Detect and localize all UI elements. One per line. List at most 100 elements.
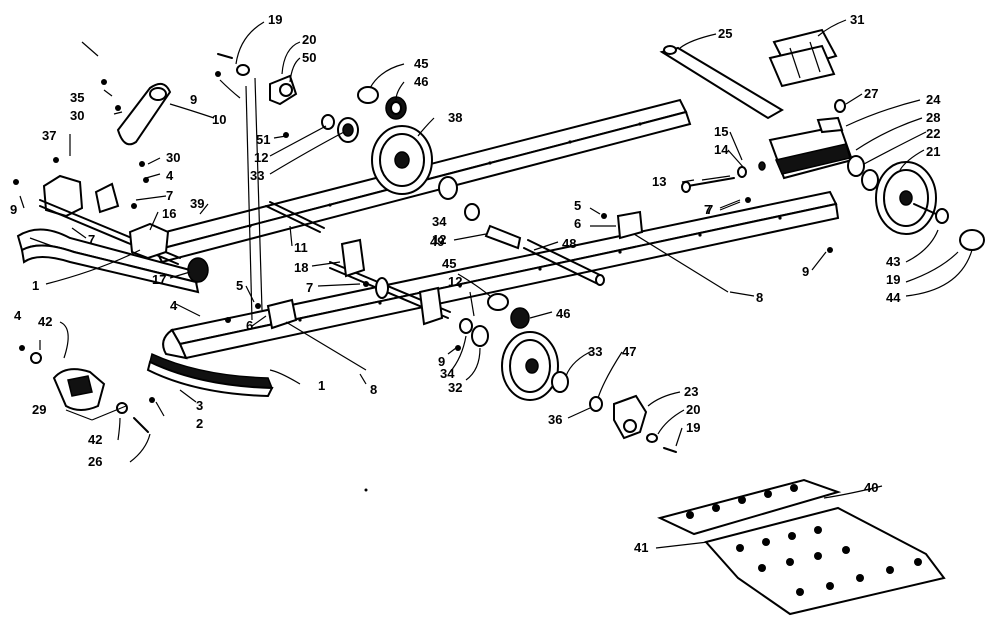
- callout-20-b: 20: [686, 402, 700, 417]
- rear-idler-bracket: [768, 99, 865, 180]
- callout-9-b: 9: [10, 202, 17, 217]
- callout-44: 44: [886, 290, 901, 305]
- callout-47: 47: [622, 344, 636, 359]
- callout-21: 21: [926, 144, 940, 159]
- callout-5: 5: [236, 278, 243, 293]
- track-cleats: [686, 484, 922, 596]
- rear-bracket-23: [613, 394, 677, 453]
- callout-19: 19: [268, 12, 282, 27]
- callout-13: 13: [652, 174, 666, 189]
- callout-30-b: 30: [166, 150, 180, 165]
- callout-9: 9: [190, 92, 197, 107]
- callout-6-b: 6: [574, 216, 581, 231]
- callout-1-b: 1: [318, 378, 325, 393]
- callout-37: 37: [42, 128, 56, 143]
- callout-2: 2: [196, 416, 203, 431]
- callout-8-b: 8: [756, 290, 763, 305]
- callout-31: 31: [850, 12, 864, 27]
- shaft-part: [265, 201, 325, 233]
- callout-48: 48: [562, 236, 576, 251]
- callout-33-b: 33: [588, 344, 602, 359]
- callout-42: 42: [38, 314, 52, 329]
- callout-24: 24: [926, 92, 941, 107]
- rear-axle-assembly: [329, 238, 451, 326]
- callout-41: 41: [634, 540, 648, 555]
- callout-34-b: 34: [432, 214, 447, 229]
- callout-45: 45: [414, 56, 428, 71]
- callout-30: 30: [70, 108, 84, 123]
- callout-39: 39: [190, 196, 204, 211]
- leader-lines: [19, 19, 973, 549]
- callout-19-b: 19: [686, 420, 700, 435]
- callout-7-d: 7: [706, 202, 713, 217]
- front-slide-rail: [162, 190, 840, 360]
- callout-7: 7: [166, 188, 173, 203]
- small-hardware: [13, 71, 833, 492]
- callout-34: 34: [440, 366, 455, 381]
- callout-labels: 19 20 50 9 51 12 33 45 46 38 35 30 10 37…: [10, 12, 941, 555]
- callout-32: 32: [448, 380, 462, 395]
- callout-51: 51: [256, 132, 270, 147]
- top-bracket: [217, 53, 298, 321]
- idler-wheel-upper: [321, 114, 480, 221]
- idler-wheel-lower: [459, 293, 603, 412]
- spacer-tubes: [484, 224, 605, 286]
- callout-27: 27: [864, 86, 878, 101]
- callout-28: 28: [926, 110, 940, 125]
- track-section: [657, 478, 946, 616]
- callout-42-b: 42: [88, 432, 102, 447]
- callout-12: 12: [254, 150, 268, 165]
- callout-7-b: 7: [88, 232, 95, 247]
- callout-22: 22: [926, 126, 940, 141]
- front-rail-holes: [298, 216, 782, 322]
- callout-4: 4: [166, 168, 174, 183]
- front-arm-part: [94, 82, 172, 214]
- callout-4-b: 4: [170, 298, 178, 313]
- callout-43: 43: [886, 254, 900, 269]
- callout-45-b: 45: [442, 256, 456, 271]
- callout-19-c: 19: [886, 272, 900, 287]
- callout-40: 40: [864, 480, 878, 495]
- callout-9-c: 9: [438, 354, 445, 369]
- callout-6: 6: [246, 318, 253, 333]
- callout-4-c: 4: [14, 308, 22, 323]
- bearing-blocks: [266, 210, 729, 371]
- callout-20: 20: [302, 32, 316, 47]
- callout-15: 15: [714, 124, 728, 139]
- callout-7-e: 7: [704, 202, 711, 217]
- callout-29: 29: [32, 402, 46, 417]
- callout-26: 26: [88, 454, 102, 469]
- rear-wheel-21: [861, 161, 985, 251]
- bolt-13: [681, 161, 766, 193]
- callout-14: 14: [714, 142, 729, 157]
- callout-36: 36: [548, 412, 562, 427]
- callout-10: 10: [212, 112, 226, 127]
- slider-shoe-29: [30, 352, 149, 433]
- callout-17: 17: [152, 272, 166, 287]
- callout-12-c: 12: [432, 232, 446, 247]
- callout-18: 18: [294, 260, 308, 275]
- callout-33: 33: [250, 168, 264, 183]
- callout-49: 49: [430, 234, 444, 249]
- callout-50: 50: [302, 50, 316, 65]
- callout-8: 8: [370, 382, 377, 397]
- callout-23: 23: [684, 384, 698, 399]
- callout-7-c: 7: [306, 280, 313, 295]
- callout-46: 46: [414, 74, 428, 89]
- callout-9-d: 9: [802, 264, 809, 279]
- callout-3: 3: [196, 398, 203, 413]
- callout-46-b: 46: [556, 306, 570, 321]
- upper-bearing-rings: [357, 86, 407, 120]
- callout-38: 38: [448, 110, 462, 125]
- callout-35: 35: [70, 90, 84, 105]
- rear-axle-25: [659, 45, 784, 120]
- callout-16: 16: [162, 206, 176, 221]
- hinge-plate-31: [768, 28, 838, 88]
- callout-12-b: 12: [448, 274, 462, 289]
- front-shaft-assembly: [39, 174, 209, 283]
- callout-1: 1: [32, 278, 39, 293]
- callout-5-b: 5: [574, 198, 581, 213]
- callout-11: 11: [294, 240, 308, 255]
